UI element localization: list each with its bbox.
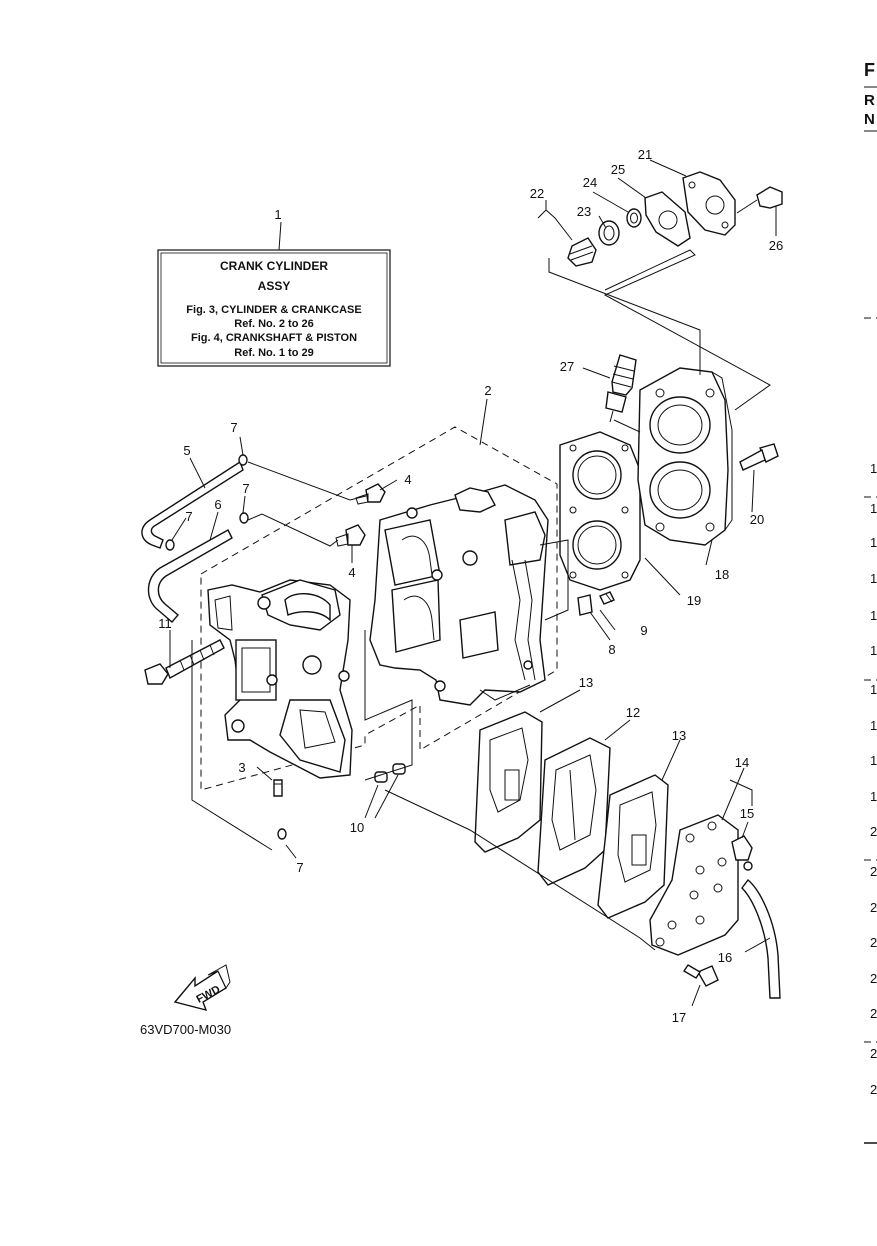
callout-20: 20 (750, 512, 764, 527)
drawing-code: 63VD700-M030 (140, 1022, 231, 1037)
bolt-20 (739, 443, 779, 471)
crankcase (207, 579, 353, 779)
edge-header-2: R (864, 92, 875, 109)
callout-27: 27 (560, 359, 574, 374)
callout-13-right: 13 (672, 728, 686, 743)
callout-2: 2 (484, 383, 491, 398)
callout-24: 24 (583, 175, 597, 190)
exhaust-plate (537, 737, 611, 886)
edge-row-9: 1 (870, 753, 877, 768)
fitting-4-upper (355, 483, 386, 505)
callout-9: 9 (640, 623, 647, 638)
callout-25: 25 (611, 162, 625, 177)
exhaust-gasket-rear (597, 774, 669, 919)
callout-4-lower: 4 (348, 565, 355, 580)
head-gasket (559, 431, 641, 591)
info-box-fig3: Fig. 3, CYLINDER & CRANKCASE (186, 304, 361, 316)
edge-header-1: F (864, 60, 875, 80)
callout-17: 17 (672, 1010, 686, 1025)
callout-19: 19 (687, 593, 701, 608)
callout-5: 5 (183, 443, 190, 458)
callout-15: 15 (740, 806, 754, 821)
leader-lines (169, 159, 777, 1007)
callout-10: 10 (350, 820, 364, 835)
edge-row-15: 2 (870, 971, 877, 986)
cylinder-assembly-outline (200, 426, 558, 791)
edge-row-7: 1 (870, 682, 877, 697)
edge-row-17: 2 (870, 1046, 877, 1061)
edge-row-16: 2 (870, 1006, 877, 1021)
cylinder-block (369, 484, 549, 706)
hose-6 (147, 529, 233, 623)
callout-7-top: 7 (230, 420, 237, 435)
callout-13-left: 13 (579, 675, 593, 690)
hose-5 (141, 460, 244, 549)
cylinder-head (637, 367, 733, 546)
callouts: 2 3 4 4 5 6 7 7 7 7 8 9 10 11 12 13 13 1… (158, 147, 783, 1025)
callout-11: 11 (158, 616, 172, 631)
info-box: 1 CRANK CYLINDER ASSY Fig. 3, CYLINDER &… (157, 207, 391, 367)
edge-row-4: 1 (870, 571, 877, 586)
callout-8: 8 (608, 642, 615, 657)
edge-row-10: 1 (870, 789, 877, 804)
info-box-fig3-ref: Ref. No. 2 to 26 (234, 318, 313, 330)
hose-16 (741, 878, 781, 999)
callout-12: 12 (626, 705, 640, 720)
bolt-17 (683, 964, 719, 987)
callout-23: 23 (577, 204, 591, 219)
info-box-title: CRANK CYLINDER (220, 259, 328, 273)
info-box-subtitle: ASSY (258, 279, 291, 293)
edge-row-2: 1 (870, 501, 877, 516)
edge-row-3: 1 (870, 535, 877, 550)
edge-row-14: 2 (870, 935, 877, 950)
edge-row-12: 2 (870, 864, 877, 879)
callout-3: 3 (238, 760, 245, 775)
bolt-11 (144, 639, 225, 685)
info-box-fig4-ref: Ref. No. 1 to 29 (234, 347, 313, 359)
edge-row-1: 1 (870, 461, 877, 476)
callout-7-mid: 7 (242, 481, 249, 496)
exhaust-cover (649, 814, 739, 956)
edge-row-18: 2 (870, 1082, 877, 1097)
dowel-pins-10 (374, 763, 406, 783)
screw-3 (273, 779, 283, 797)
callout-16: 16 (718, 950, 732, 965)
edge-row-6: 1 (870, 643, 877, 658)
right-edge-table: F R N 1 1 1 1 1 1 1 1 1 1 2 2 2 2 2 2 2 … (864, 60, 877, 1144)
callout-7-bottom: 7 (296, 860, 303, 875)
leader-2 (479, 398, 488, 446)
thermostat-assembly (567, 171, 783, 267)
callout-4-upper: 4 (404, 472, 411, 487)
callout-21: 21 (638, 147, 652, 162)
exhaust-gasket-front (474, 711, 543, 853)
callout-22: 22 (530, 186, 544, 201)
edge-row-11: 2 (870, 824, 877, 839)
screw-9 (599, 591, 615, 605)
spark-plug (605, 354, 641, 433)
anode-8 (577, 594, 593, 616)
edge-row-5: 1 (870, 608, 877, 623)
callout-18: 18 (715, 567, 729, 582)
callout-14: 14 (735, 755, 749, 770)
edge-row-13: 2 (870, 900, 877, 915)
info-box-fig4: Fig. 4, CRANKSHAFT & PISTON (191, 332, 357, 344)
fitting-4-lower (335, 524, 366, 547)
edge-header-3: N (864, 111, 875, 128)
fwd-arrow-icon: FWD (173, 964, 231, 1012)
edge-row-8: 1 (870, 718, 877, 733)
callout-7-left: 7 (185, 509, 192, 524)
clips-7 (165, 454, 287, 840)
callout-6: 6 (214, 497, 221, 512)
callout-26: 26 (769, 238, 783, 253)
callout-1: 1 (274, 207, 281, 222)
